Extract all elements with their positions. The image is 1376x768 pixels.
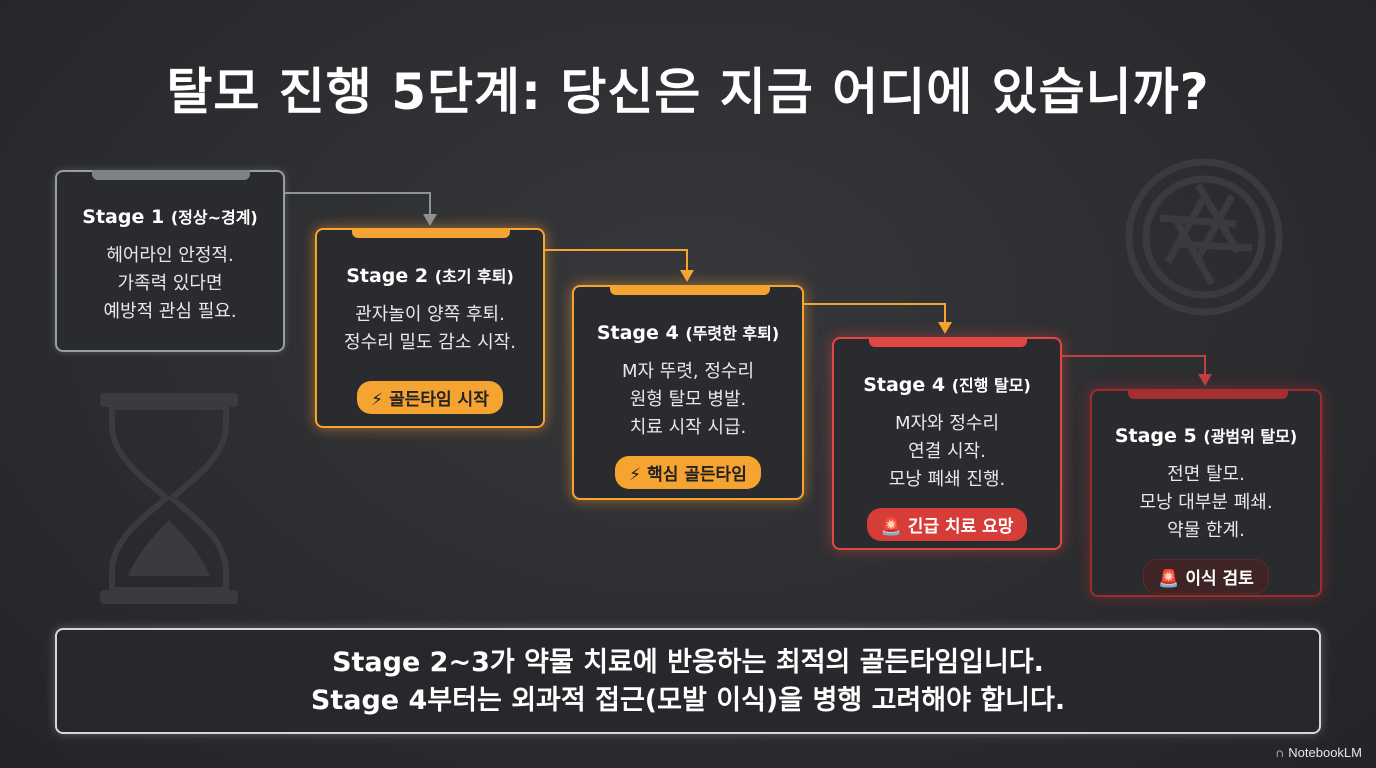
- stage-description: 헤어라인 안정적. 가족력 있다면 예방적 관심 필요.: [57, 242, 283, 326]
- card-tab: [352, 228, 510, 238]
- arrowhead-icon: [1198, 374, 1212, 386]
- stage-description: M자 뚜렷, 정수리 원형 탈모 병발. 치료 시작 시급.: [574, 358, 802, 442]
- description-line: M자 뚜렷, 정수리: [621, 361, 755, 382]
- stage-subtitle: (광범위 탈모): [1203, 427, 1298, 446]
- description-line: 예방적 관심 필요.: [103, 301, 237, 322]
- stage-heading: Stage 2 (초기 후퇴): [317, 263, 543, 287]
- description-line: 전면 탈모.: [1167, 464, 1245, 485]
- card-tab: [610, 285, 770, 295]
- description-line: 원형 탈모 병발.: [629, 389, 747, 410]
- connector-arrow-3-4: [804, 303, 946, 326]
- stage-subtitle: (정상~경계): [170, 208, 258, 227]
- description-line: 모낭 대부분 폐쇄.: [1139, 492, 1273, 513]
- brand-watermark: ∩NotebookLM: [1275, 745, 1362, 760]
- description-line: 모낭 폐쇄 진행.: [888, 469, 1006, 490]
- stage-heading: Stage 4 (뚜렷한 후퇴): [574, 320, 802, 344]
- stage-label: Stage 5: [1114, 425, 1197, 447]
- stage-description: 전면 탈모. 모낭 대부분 폐쇄. 약물 한계.: [1092, 461, 1320, 545]
- stage-subtitle: (뚜렷한 후퇴): [685, 324, 780, 343]
- transplant-review-badge: 🚨이식 검토: [1143, 559, 1269, 594]
- stage-description: M자와 정수리 연결 시작. 모낭 폐쇄 진행.: [834, 410, 1060, 494]
- card-tab: [869, 337, 1027, 347]
- siren-icon: 🚨: [880, 517, 902, 537]
- stage-5-card: Stage 5 (광범위 탈모) 전면 탈모. 모낭 대부분 폐쇄. 약물 한계…: [1090, 389, 1322, 597]
- connector-arrow-1-2: [285, 192, 431, 218]
- arrowhead-icon: [680, 270, 694, 282]
- stage-2-card: Stage 2 (초기 후퇴) 관자놀이 양쪽 후퇴. 정수리 밀도 감소 시작…: [315, 228, 545, 428]
- description-line: 정수리 밀도 감소 시작.: [344, 332, 516, 353]
- connector-arrow-2-3: [545, 249, 688, 274]
- notebooklm-logo-icon: ∩: [1274, 745, 1285, 760]
- hourglass-icon: [100, 393, 238, 604]
- arrowhead-icon: [423, 214, 437, 226]
- summary-line: Stage 4부터는 외과적 접근(모발 이식)을 병행 고려해야 합니다.: [310, 685, 1066, 716]
- stage-label: Stage 1: [82, 206, 165, 228]
- description-line: 가족력 있다면: [117, 273, 223, 294]
- page-title: 탈모 진행 5단계: 당신은 지금 어디에 있습니까?: [166, 63, 1210, 121]
- summary-line: Stage 2~3가 약물 치료에 반응하는 최적의 골든타임입니다.: [332, 647, 1044, 678]
- siren-icon: 🚨: [1158, 569, 1180, 589]
- description-line: 치료 시작 시급.: [629, 417, 747, 438]
- description-line: 약물 한계.: [1167, 520, 1245, 541]
- description-line: 연결 시작.: [908, 441, 986, 462]
- card-tab: [92, 170, 250, 180]
- stage-description: 관자놀이 양쪽 후퇴. 정수리 밀도 감소 시작.: [317, 301, 543, 357]
- description-line: M자와 정수리: [894, 413, 1000, 434]
- summary-callout: Stage 2~3가 약물 치료에 반응하는 최적의 골든타임입니다. Stag…: [55, 628, 1321, 734]
- aperture-icon: [1125, 158, 1283, 316]
- stage-heading: Stage 5 (광범위 탈모): [1092, 423, 1320, 447]
- badge-label: 이식 검토: [1185, 569, 1254, 589]
- stage-label: Stage 4: [863, 374, 946, 396]
- description-line: 헤어라인 안정적.: [106, 245, 234, 266]
- golden-time-badge: ⚡골든타임 시작: [357, 381, 503, 414]
- brand-label: NotebookLM: [1288, 745, 1362, 760]
- lightning-icon: ⚡: [629, 465, 642, 485]
- description-line: 관자놀이 양쪽 후퇴.: [355, 304, 505, 325]
- core-golden-time-badge: ⚡핵심 골든타임: [615, 456, 761, 489]
- lightning-icon: ⚡: [371, 390, 384, 410]
- card-tab: [1128, 389, 1288, 399]
- arrowhead-icon: [938, 322, 952, 334]
- stage-3-card: Stage 4 (뚜렷한 후퇴) M자 뚜렷, 정수리 원형 탈모 병발. 치료…: [572, 285, 804, 500]
- stage-label: Stage 4: [596, 322, 679, 344]
- stage-subtitle: (진행 탈모): [951, 376, 1031, 395]
- badge-label: 핵심 골든타임: [647, 465, 747, 485]
- stage-subtitle: (초기 후퇴): [434, 267, 514, 286]
- badge-label: 골든타임 시작: [389, 390, 489, 410]
- stage-heading: Stage 1 (정상~경계): [57, 204, 283, 228]
- connector-arrow-4-5: [1062, 355, 1206, 378]
- stage-4-card: Stage 4 (진행 탈모) M자와 정수리 연결 시작. 모낭 폐쇄 진행.…: [832, 337, 1062, 550]
- stage-1-card: Stage 1 (정상~경계) 헤어라인 안정적. 가족력 있다면 예방적 관심…: [55, 170, 285, 352]
- urgent-treatment-badge: 🚨긴급 치료 요망: [866, 508, 1028, 541]
- stage-heading: Stage 4 (진행 탈모): [834, 372, 1060, 396]
- stage-label: Stage 2: [346, 265, 429, 287]
- badge-label: 긴급 치료 요망: [907, 517, 1014, 537]
